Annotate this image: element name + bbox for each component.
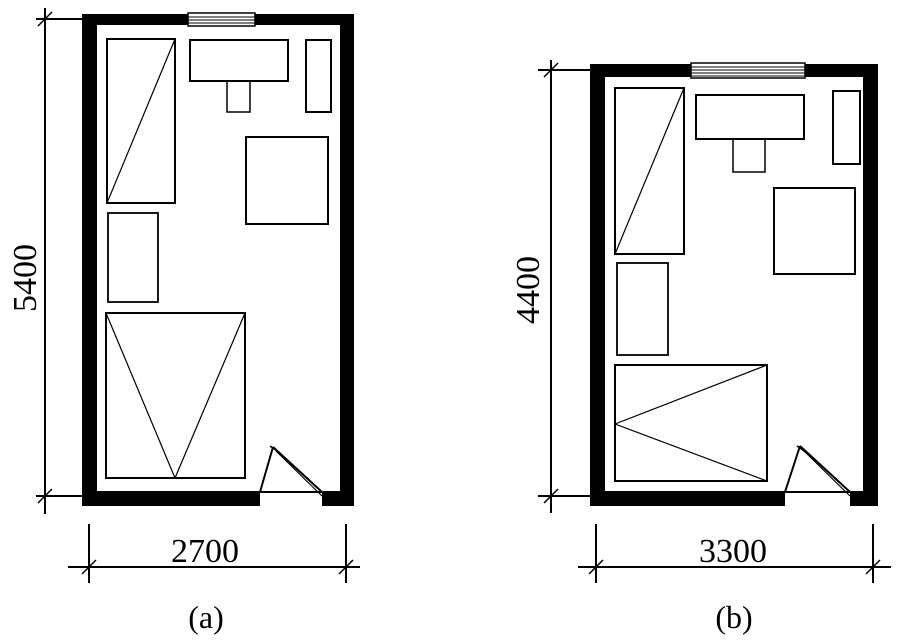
plan-a-bed-top xyxy=(106,38,176,204)
plan-b-cabinet xyxy=(616,262,669,356)
plan-a-wardrobe xyxy=(305,39,332,113)
plan-a-width-label: 2700 xyxy=(171,533,239,570)
plan-a-table xyxy=(245,136,329,225)
plan-a-chair xyxy=(226,80,251,113)
plan-a-desk xyxy=(189,39,289,82)
plan-b-desk xyxy=(695,94,805,140)
plan-b-walls xyxy=(590,64,878,506)
plan-a-caption: (a) xyxy=(188,599,224,635)
plan-a-door xyxy=(259,445,323,497)
plan-a-width-dimension: 2700 xyxy=(68,524,360,583)
plan-b-caption: (b) xyxy=(715,599,752,635)
plan-a-height-dimension: 5400 xyxy=(7,8,82,514)
plan-b-bed-top xyxy=(614,87,685,255)
plan-a: 5400 2700 (a) xyxy=(7,8,360,635)
plan-b-height-dimension: 4400 xyxy=(510,60,590,513)
plan-b: 4400 3300 (b) xyxy=(510,60,891,635)
plan-b-width-label: 3300 xyxy=(699,533,767,570)
plan-a-walls xyxy=(82,14,354,506)
plan-b-window xyxy=(690,62,806,79)
plan-b-wardrobe xyxy=(832,90,861,165)
plan-b-table xyxy=(773,187,856,275)
plan-b-height-label: 4400 xyxy=(510,256,547,324)
plan-a-height-label: 5400 xyxy=(7,244,44,312)
plan-a-bed-bottom xyxy=(105,312,246,479)
plan-b-width-dimension: 3300 xyxy=(578,524,891,583)
plan-b-door xyxy=(784,445,851,497)
plan-a-cabinet xyxy=(107,212,159,303)
plan-a-window xyxy=(187,12,256,27)
plan-b-bed-bottom xyxy=(614,364,768,482)
plan-b-chair xyxy=(732,138,766,173)
